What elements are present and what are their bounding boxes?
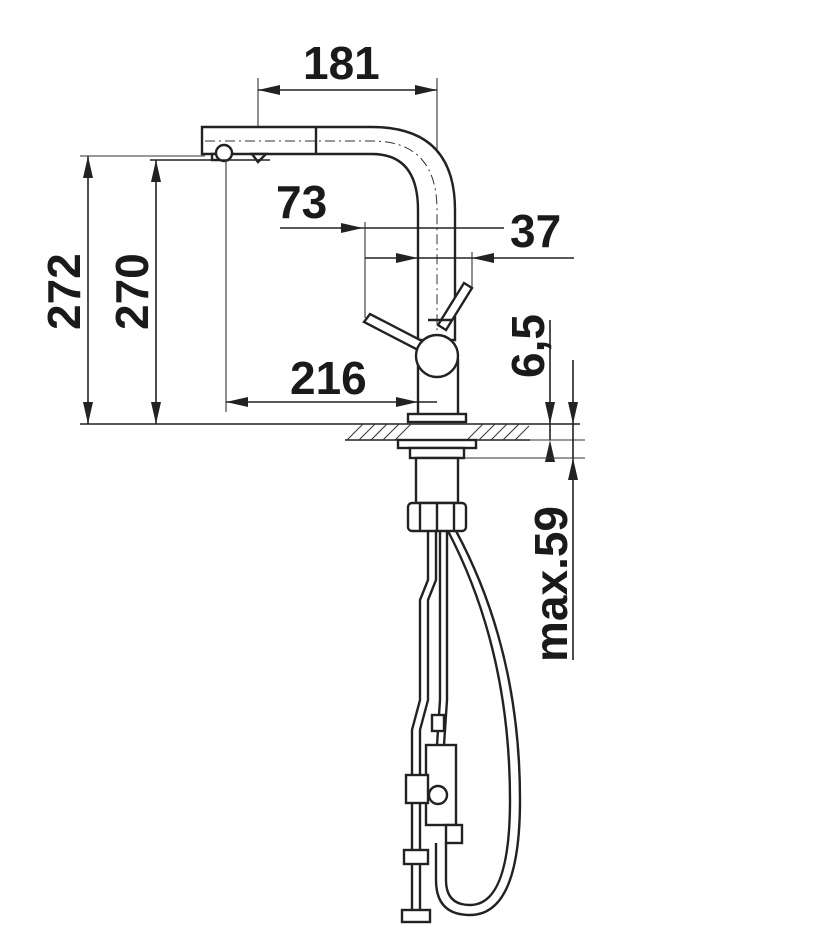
dimension-216: 216 <box>225 160 437 412</box>
countertop <box>80 423 580 441</box>
dimension-37: 37 <box>365 205 574 288</box>
dimension-181-label: 181 <box>303 37 380 89</box>
mounting-assembly <box>396 438 478 533</box>
dimension-max-59: max.59 <box>464 360 585 662</box>
faucet-spout <box>150 125 457 420</box>
dimension-270: 270 <box>106 160 161 424</box>
dimension-181: 181 <box>257 37 438 155</box>
dimension-73-label: 73 <box>276 176 327 228</box>
faucet-body <box>406 333 468 424</box>
dimension-272: 272 <box>38 155 205 424</box>
dimension-6-5-label: 6,5 <box>502 314 554 378</box>
dimension-272-label: 272 <box>38 253 90 330</box>
dimension-216-label: 216 <box>290 352 367 404</box>
dimension-6-5: 6,5 <box>502 314 585 462</box>
dimension-max-59-label: max.59 <box>525 506 577 662</box>
countertop-hatch <box>346 423 530 441</box>
supply-hoses <box>400 530 522 924</box>
dimension-37-label: 37 <box>510 205 561 257</box>
dimension-270-label: 270 <box>106 253 158 330</box>
dimension-73: 73 <box>276 176 437 318</box>
